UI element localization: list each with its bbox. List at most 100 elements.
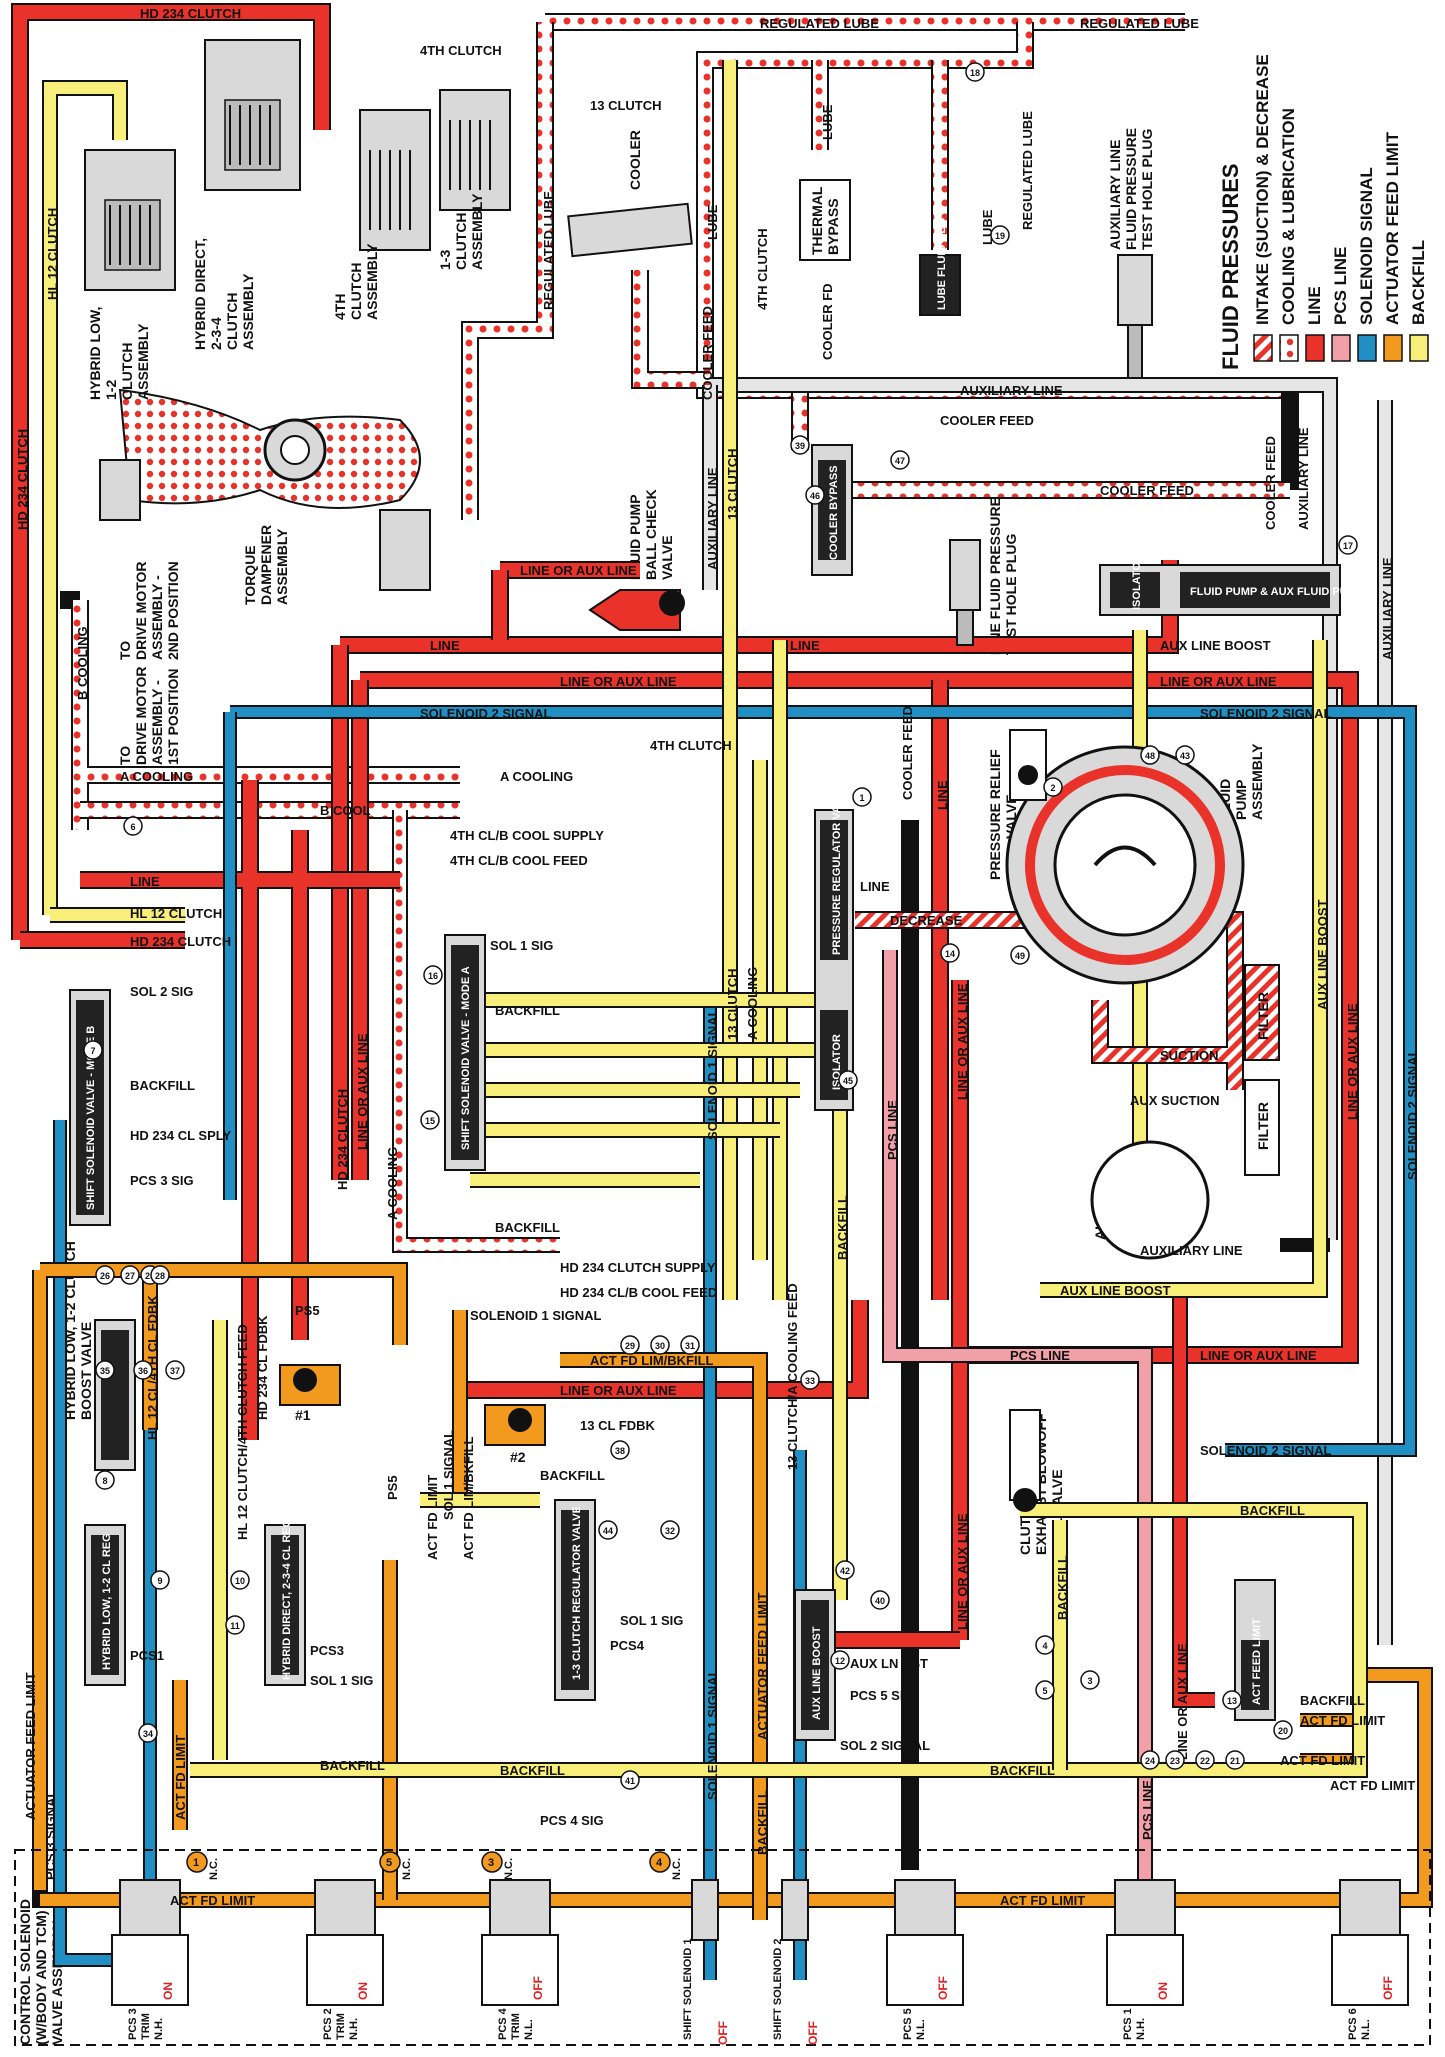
ball-number-text: 43 <box>1180 751 1190 761</box>
label-line-1: LINE <box>430 638 460 653</box>
suction-network: FILTER FILTER <box>855 911 1280 1176</box>
ball-number-circle <box>1140 745 1160 765</box>
lube-network <box>60 13 1299 1253</box>
component-label-line: ASSEMBLY <box>364 243 380 320</box>
label-hd234-vert: HD 234 CLUTCH <box>15 429 30 530</box>
label-auxiliary-line-vert-2: AUXILIARY LINE <box>705 467 720 570</box>
ball-number-text: 28 <box>155 1271 165 1281</box>
legend-item: INTAKE (SUCTION) & DECREASE <box>1253 54 1273 362</box>
label-pcs-line-1: PCS LINE <box>1010 1348 1070 1363</box>
ball-number-circle <box>150 1265 170 1285</box>
solenoid-body <box>314 1879 376 1941</box>
ball-number-text: 36 <box>138 1366 148 1376</box>
legend-label: COOLING & LUBRICATION <box>1279 108 1298 325</box>
solenoid-state: OFF <box>716 2021 730 2045</box>
filter-label-1: FILTER <box>1255 992 1271 1040</box>
pressure-relief-valve <box>1009 729 1047 801</box>
ball-number-marker: 9 <box>150 1570 170 1590</box>
solenoid-body <box>894 1879 956 1941</box>
component-label-line: TO <box>117 746 133 765</box>
label-a-cooling-1: A COOLING <box>120 769 193 784</box>
label-act-fd-limit-2: ACT FD LIMIT <box>1280 1753 1365 1768</box>
ball-number-circle <box>123 816 143 836</box>
label-backfill-9: BACKFILL <box>320 1758 385 1773</box>
label-act-fd-limit-vert-2: ACT FD LIMIT <box>425 1475 440 1560</box>
ball-number-text: 1 <box>859 793 864 803</box>
label-13-clutch-top: 13 CLUTCH <box>590 98 662 113</box>
component-label-line: TEST HOLE PLUG <box>1139 129 1155 250</box>
ball-number-text: 19 <box>995 231 1005 241</box>
ball-number-text: 25 <box>145 1271 155 1281</box>
hybrid-low-cl-reg: HYBRID LOW, 1-2 CL REG <box>84 1524 126 1686</box>
ball-number-text: 45 <box>843 1076 853 1086</box>
ball-number-text: 47 <box>895 456 905 466</box>
legend-item: COOLING & LUBRICATION <box>1279 108 1299 362</box>
label-backfill-5: BACKFILL <box>1240 1503 1305 1518</box>
label-sol-1-sig-2: SOL 1 SIG <box>620 1613 683 1628</box>
ball-number-text: 27 <box>125 1271 135 1281</box>
solenoid-label: PCS 4 <box>497 2007 509 2040</box>
cooler: COOLER <box>567 130 693 258</box>
ball-number-marker: 24 <box>1140 1750 1160 1770</box>
label-auxiliary-line-2: AUXILIARY LINE <box>1140 1243 1243 1258</box>
ball-number-marker: 1 <box>852 787 872 807</box>
label-backfill-vert-2: BACKFILL <box>755 1790 770 1855</box>
ball-number-circle <box>1035 1635 1055 1655</box>
ball-number-circle <box>830 1650 850 1670</box>
ball-number-marker: 28 <box>150 1265 170 1285</box>
legend-swatch <box>1279 334 1299 362</box>
label-act-fd-limit-1: ACT FD LIMIT <box>1300 1713 1385 1728</box>
ball-number-circle <box>890 450 910 470</box>
label-line-or-aux-5: LINE OR AUX LINE <box>1200 1348 1317 1363</box>
label-line-or-aux-2: LINE OR AUX LINE <box>560 674 677 689</box>
aux-line-boost-valve-label: AUX LINE BOOST <box>811 1626 823 1720</box>
ball-number-marker: 17 <box>1338 535 1358 555</box>
label-backfill-6: BACKFILL <box>1300 1693 1365 1708</box>
label-backfill-1: BACKFILL <box>495 1003 560 1018</box>
label-line-or-aux-vert-3: LINE OR AUX LINE <box>955 1513 970 1630</box>
pressure-regulator-valve: PRESSURE REGULATOR VALVE ISOLATOR <box>814 785 854 1111</box>
ball-number-circle <box>1273 1720 1293 1740</box>
ball-number-text: 18 <box>970 68 980 78</box>
label-sol-1-signal-vert: SOL 1 SIGNAL <box>441 1430 456 1520</box>
isolator-label-2: ISOLATOR <box>1131 554 1143 610</box>
legend-item: LINE <box>1305 286 1325 362</box>
component-label-line: TEST HOLE PLUG <box>1003 534 1019 655</box>
ball-number-circle <box>423 965 443 985</box>
component-label-line: LINE FLUID PRESSURE <box>987 497 1003 655</box>
solenoid-housing <box>1106 1934 1184 2006</box>
solenoid-state: ON <box>1156 1982 1170 2000</box>
nc-marker-number: 3 <box>488 1857 494 1869</box>
ball-number-text: 22 <box>1200 1756 1210 1766</box>
label-hd234-fdbk-vert: HD 234 CL FDBK <box>255 1315 270 1420</box>
label-13-clutch-vert: 13 CLUTCH <box>725 448 740 520</box>
ball-number-text: 30 <box>655 1341 665 1351</box>
ball-number-marker: 11 <box>225 1615 245 1635</box>
ball-number-text: 24 <box>1145 1756 1155 1766</box>
ball-number-marker: 33 <box>800 1370 820 1390</box>
ball-number-circle <box>95 1265 115 1285</box>
fluid-pump-aux-switch-label: FLUID PUMP & AUX FLUID PUMP <box>1190 586 1364 598</box>
ball-number-circle <box>230 1570 250 1590</box>
ball-number-text: 20 <box>1278 1726 1288 1736</box>
component-label-line: HYBRID LOW, <box>87 307 103 400</box>
component-label-line: DRIVE MOTOR <box>133 666 149 765</box>
fluid-pump-aux-switch-valve: ISOLATOR FLUID PUMP & AUX FLUID PUMP <box>1099 554 1364 616</box>
ball-number-marker: 6 <box>123 816 143 836</box>
ball-number-marker: 3 <box>1080 1670 1100 1690</box>
legend-swatch <box>1253 334 1273 362</box>
ball-number-marker: 41 <box>620 1770 640 1790</box>
hybrid-low-clutch-assembly <box>84 149 176 291</box>
cooler-label: COOLER <box>627 130 643 190</box>
label-hd234-clutch-2: HD 234 CLUTCH <box>130 934 231 949</box>
